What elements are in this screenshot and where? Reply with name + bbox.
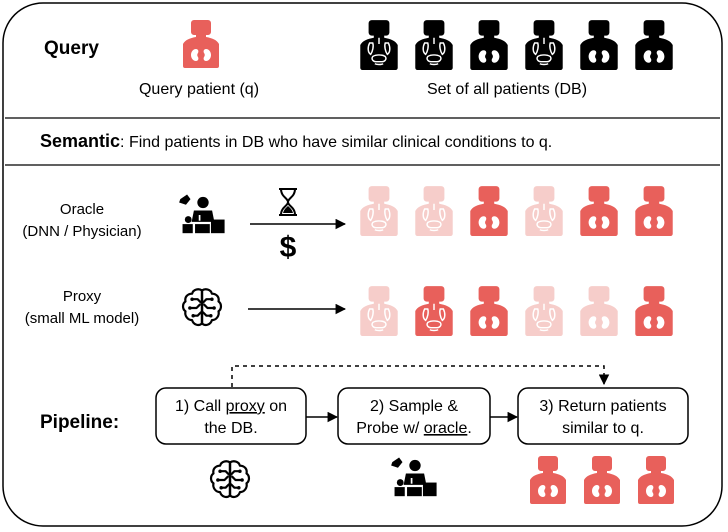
step1-line2: the DB. (204, 420, 257, 437)
step2-prefix: Probe w/ (356, 420, 424, 437)
step1-box (155, 387, 307, 445)
pipeline-heading: Pipeline: (40, 412, 119, 433)
semantic-keyword: Semantic (40, 131, 120, 151)
query-patient-label: Query patient (q) (139, 81, 259, 98)
step2-box (337, 387, 491, 445)
step3-line1: 3) Return patients (539, 398, 666, 415)
step2-line1: 2) Sample & (370, 398, 458, 415)
step1-suffix: on (265, 398, 287, 415)
brain-circuit-icon (181, 288, 223, 327)
step2-suffix: . (467, 420, 471, 437)
step1-line1: 1) Call proxy on (175, 398, 287, 415)
oracle-label: Oracle (60, 201, 104, 218)
query-heading: Query (44, 38, 99, 59)
step2-link: oracle (424, 420, 468, 437)
proxy-label: Proxy (63, 288, 102, 305)
oracle-sublabel: (DNN / Physician) (22, 223, 141, 240)
proxy-sublabel: (small ML model) (25, 310, 139, 327)
semantic-line: Semantic: Find patients in DB who have s… (40, 131, 552, 151)
outer-frame (2, 2, 723, 527)
step3-box (517, 387, 689, 445)
result-patients (530, 456, 674, 504)
db-label: Set of all patients (DB) (427, 81, 587, 98)
step3-line2: similar to q. (562, 420, 644, 437)
semantic-description: : Find patients in DB who have similar c… (120, 134, 552, 151)
cost-icon: $ (280, 231, 297, 264)
brain-circuit-icon (209, 460, 251, 499)
step1-prefix: 1) Call (175, 398, 226, 415)
step1-link: proxy (226, 398, 265, 415)
feedback-arrow (231, 365, 610, 387)
step2-line2: Probe w/ oracle. (356, 420, 472, 437)
